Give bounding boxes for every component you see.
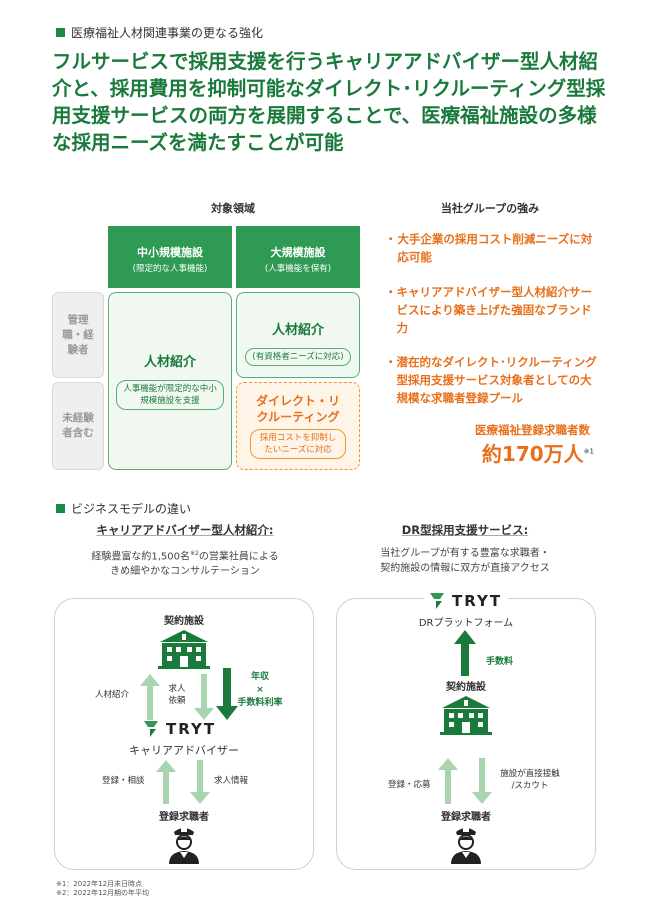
arrow-down-jobinfo-icon: [190, 760, 210, 804]
section-label-strengthening: 医療福祉人材関連事業の更なる強化: [56, 24, 263, 41]
model-right-desc: 当社グループが有する豊富な求職者・ 契約施設の情報に双方が直接アクセス: [380, 548, 550, 574]
section-label-business-model: ビジネスモデルの違い: [56, 500, 191, 517]
strengths-title: 当社グループの強み: [440, 202, 540, 215]
arrow-up-apply-icon: [438, 758, 458, 804]
register-apply-label: 登録・応募: [388, 780, 431, 790]
register-consult-label: 登録・相談: [102, 776, 145, 786]
fee-formula: 年収 × 手数料利率: [237, 672, 283, 708]
arrow-down-request-icon: [194, 674, 214, 720]
right-seeker-label: 登録求職者: [441, 812, 491, 823]
tryt-logo-right: TRYT: [424, 592, 509, 610]
nurse-icon: [451, 828, 481, 864]
stat-label: 医療福祉登録求職者数: [475, 423, 590, 437]
fee-label: 手数料: [486, 657, 514, 667]
platform-label: DRプラットフォーム: [418, 618, 514, 629]
job-info-label: 求人情報: [214, 776, 249, 786]
section-square-icon: [56, 28, 65, 37]
building-icon: [158, 630, 210, 669]
right-facility-label: 契約施設: [446, 682, 486, 693]
referral-label: 人材紹介: [95, 690, 130, 700]
arrow-up-fee-icon: [454, 630, 476, 676]
card-referral-large: 人材紹介 (有資格者ニーズに対応): [236, 292, 360, 378]
header-large-facility: 大規模施設 (人事機能を保有): [236, 226, 360, 288]
tryt-mark-icon: [144, 721, 158, 737]
model-left-desc: 経験豊富な約1,500名※2の営業社員による きめ細やかなコンサルテーション: [91, 550, 279, 578]
headline: フルサービスで採用支援を行うキャリアアドバイザー型人材紹介と、採用費用を抑制可能…: [52, 50, 606, 154]
footnotes: ※1：2022年12月末日時点 ※2：2022年12月期の年平均: [56, 880, 150, 897]
advisor-label: キャリアアドバイザー: [129, 744, 239, 757]
row-label-management: 管理職・経験者: [52, 292, 104, 378]
scout-label: 施設が直接接触/スカウト: [500, 769, 560, 791]
tryt-logo-left: TRYT: [144, 720, 216, 738]
strength-item-3: ・潜在的なダイレクト･リクルーティング型採用支援サービス対象者としての大規模な求…: [385, 355, 597, 405]
model-left-title: キャリアアドバイザー型人材紹介:: [96, 523, 274, 537]
strength-item-2: ・キャリアアドバイザー型人材紹介サービスにより築き上げた強固なブランド力: [385, 285, 592, 335]
building-icon: [440, 696, 492, 735]
arrow-down-fee-icon: [216, 668, 238, 720]
model-right-title: DR型採用支援サービス:: [401, 523, 529, 537]
card-referral-small: 人材紹介 人事機能が限定的な中小規模施設を支援: [108, 292, 232, 470]
stat-value-row: 約170万人※1: [481, 442, 594, 466]
nurse-icon: [169, 828, 199, 864]
row-label-novice: 未経験者含む: [52, 382, 104, 470]
card-direct-recruiting: ダイレクト・リクルーティング 採用コストを抑制したいニーズに対応: [236, 382, 360, 470]
arrow-up-referral-icon: [140, 674, 160, 720]
left-seeker-label: 登録求職者: [159, 812, 209, 823]
section-square-icon: [56, 504, 65, 513]
header-small-facility: 中小規模施設 (限定的な人事機能): [108, 226, 232, 288]
tryt-mark-icon: [430, 593, 444, 609]
strength-item-1: ・大手企業の採用コスト削減ニーズに対応可能: [385, 232, 593, 264]
left-facility-label: 契約施設: [164, 616, 204, 627]
arrow-down-scout-icon: [472, 758, 492, 804]
arrow-up-register-icon: [156, 760, 176, 804]
target-area-title: 対象領域: [211, 202, 255, 215]
request-label: 求人依頼: [168, 684, 186, 706]
